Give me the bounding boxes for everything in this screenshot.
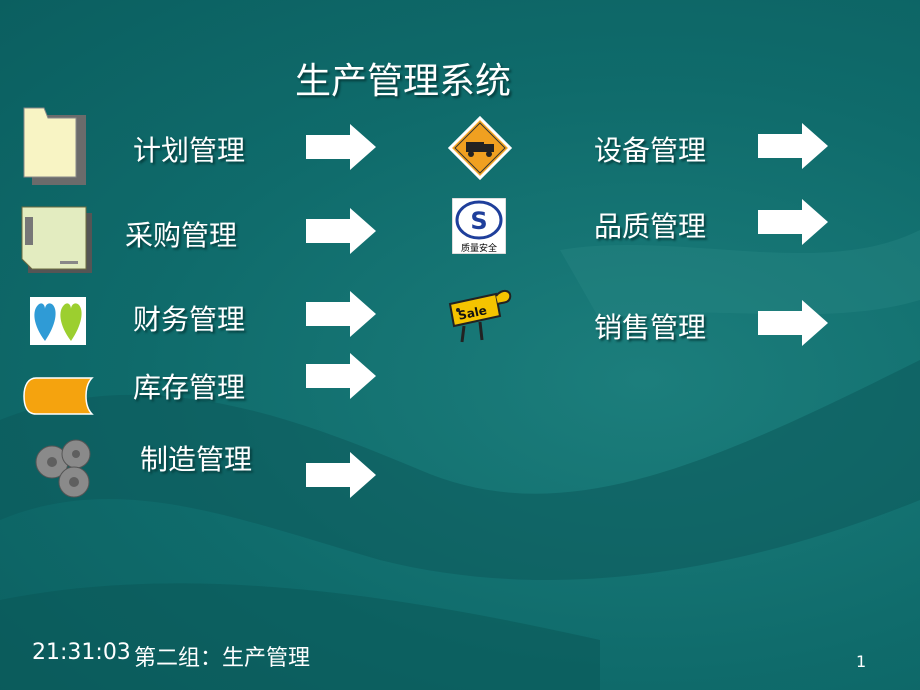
slide-title: 生产管理系统 <box>295 61 512 102</box>
arrow-right-icon[interactable] <box>758 199 828 245</box>
sale-sign-icon: Sale <box>444 286 516 350</box>
arrow-right-icon[interactable] <box>306 208 376 254</box>
inventory-management-label[interactable]: 库存管理 <box>133 371 246 404</box>
sales-management-label[interactable]: 销售管理 <box>594 311 707 344</box>
arrow-right-icon[interactable] <box>306 124 376 170</box>
plan-management-label[interactable]: 计划管理 <box>133 134 246 167</box>
document-icon <box>20 205 94 279</box>
manufacturing-management-label[interactable]: 制造管理 <box>140 443 253 476</box>
arrow-right-icon[interactable] <box>306 452 376 498</box>
equipment-management-label[interactable]: 设备管理 <box>594 134 707 167</box>
svg-text:S: S <box>470 207 487 235</box>
folder-icon <box>22 105 88 191</box>
footer-group: 第二组：生产管理 <box>134 646 311 671</box>
finance-management-label[interactable]: 财务管理 <box>133 303 246 336</box>
gears-icon <box>30 436 102 506</box>
footer-time: 21:31:03 <box>32 640 131 665</box>
arrow-right-icon[interactable] <box>306 353 376 399</box>
quality-logo-text: 质量安全 <box>460 244 497 254</box>
purchase-management-label[interactable]: 采购管理 <box>125 219 238 252</box>
arrow-right-icon[interactable] <box>758 123 828 169</box>
arrow-right-icon[interactable] <box>758 300 828 346</box>
quality-management-label[interactable]: 品质管理 <box>594 210 707 243</box>
arrow-right-icon[interactable] <box>306 291 376 337</box>
page-number: 1 <box>856 652 867 671</box>
hearts-icon <box>30 297 86 349</box>
truck-sign-icon <box>447 115 513 184</box>
storage-icon <box>22 376 94 420</box>
quality-logo-icon: S 质量安全 <box>451 197 507 258</box>
